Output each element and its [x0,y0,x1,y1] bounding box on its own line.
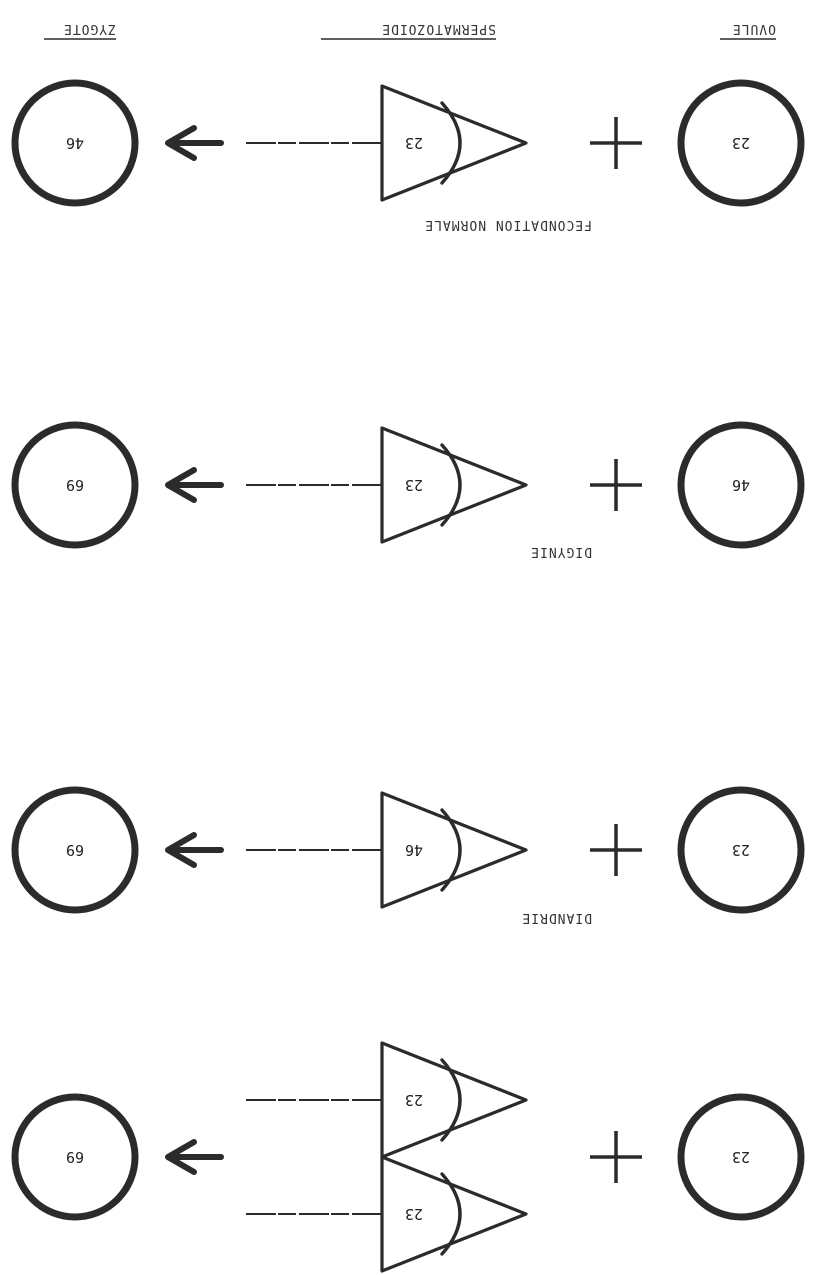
rows-layer: FECONDATION NORMALE232346DIGYNIE462369DI… [11,79,805,1275]
spermatozoon-tail [380,426,528,544]
spermatozoon-tail [380,1155,528,1273]
row-4: DISPERMIE (+++) 23 23 23 69 [11,1041,805,1275]
spermatozoon: 46 [246,791,528,909]
arrow-right-icon [165,125,224,161]
spermatozoon: 23 [246,84,528,202]
spermatozoon-head-arc [440,443,462,527]
zygote-cell: 69 [11,421,139,549]
zygote-cell-count: 69 [66,476,84,494]
plus-icon [590,824,642,876]
zygote-cell-ring [11,421,139,549]
row-title: DIGYNIE [530,544,592,559]
arrow-right-icon [165,832,224,868]
ovule-cell-ring [677,786,805,914]
row-title: FECONDATION NORMALE [424,217,592,232]
zygote-cell: 69 [11,786,139,914]
spermatozoon-head-arc [440,808,462,892]
header-ovule: OVULE [732,21,776,36]
spermatozoon-tail [380,1041,528,1159]
spermatozoon-head-arc [440,1058,462,1142]
header-spermatozoide: SPERMATOZOIDE [381,21,496,36]
spermatozoon-count: 23 [405,476,423,494]
ovule-cell: 23 [677,1093,805,1221]
header-zygote: ZYGOTE [63,21,116,36]
zygote-cell-ring [11,786,139,914]
spermatozoon-count: 23 [405,1091,423,1109]
spermatozoon-count: 23 [405,1205,423,1223]
ovule-cell-count: 23 [732,841,750,859]
ovule-cell: 23 [677,786,805,914]
zygote-cell-ring [11,1093,139,1221]
zygote-cell: 69 [11,1093,139,1221]
spermatozoon-head-arc [440,101,462,185]
spermatozoon: 23 [246,426,528,544]
plus-icon [590,1131,642,1183]
ovule-cell: 46 [677,421,805,549]
spermatozoon-head-arc [440,1172,462,1256]
arrow-right-icon [165,1139,224,1175]
zygote-cell-count: 69 [66,841,84,859]
zygote-cell-ring [11,79,139,207]
ovule-cell-ring [677,79,805,207]
ovule-cell-count: 46 [732,476,750,494]
spermatozoon-count: 46 [405,841,423,859]
ovule-cell-ring [677,421,805,549]
zygote-cell-count: 46 [66,134,84,152]
column-headers: OVULE SPERMATOZOIDE ZYGOTE [44,21,776,40]
zygote-cell-count: 69 [66,1148,84,1166]
row-1: FECONDATION NORMALE 23 23 46 [11,79,805,232]
ovule-cell: 23 [677,79,805,207]
spermatozoon-count: 23 [405,134,423,152]
zygote-cell: 46 [11,79,139,207]
row-3: DIANDRIE 23 46 69 [11,786,805,925]
plus-icon [590,117,642,169]
row-2: DIGYNIE 46 23 69 [11,421,805,559]
spermatozoon-tail [380,791,528,909]
spermatozoon: 23 [246,1041,528,1159]
row-title: DISPERMIE (+++) [460,1273,592,1275]
row-title: DIANDRIE [521,910,592,925]
ovule-cell-ring [677,1093,805,1221]
arrow-right-icon [165,467,224,503]
spermatozoon-tail [380,84,528,202]
plus-icon [590,459,642,511]
ovule-cell-count: 23 [732,134,750,152]
spermatozoon: 23 [246,1155,528,1273]
ovule-cell-count: 23 [732,1148,750,1166]
